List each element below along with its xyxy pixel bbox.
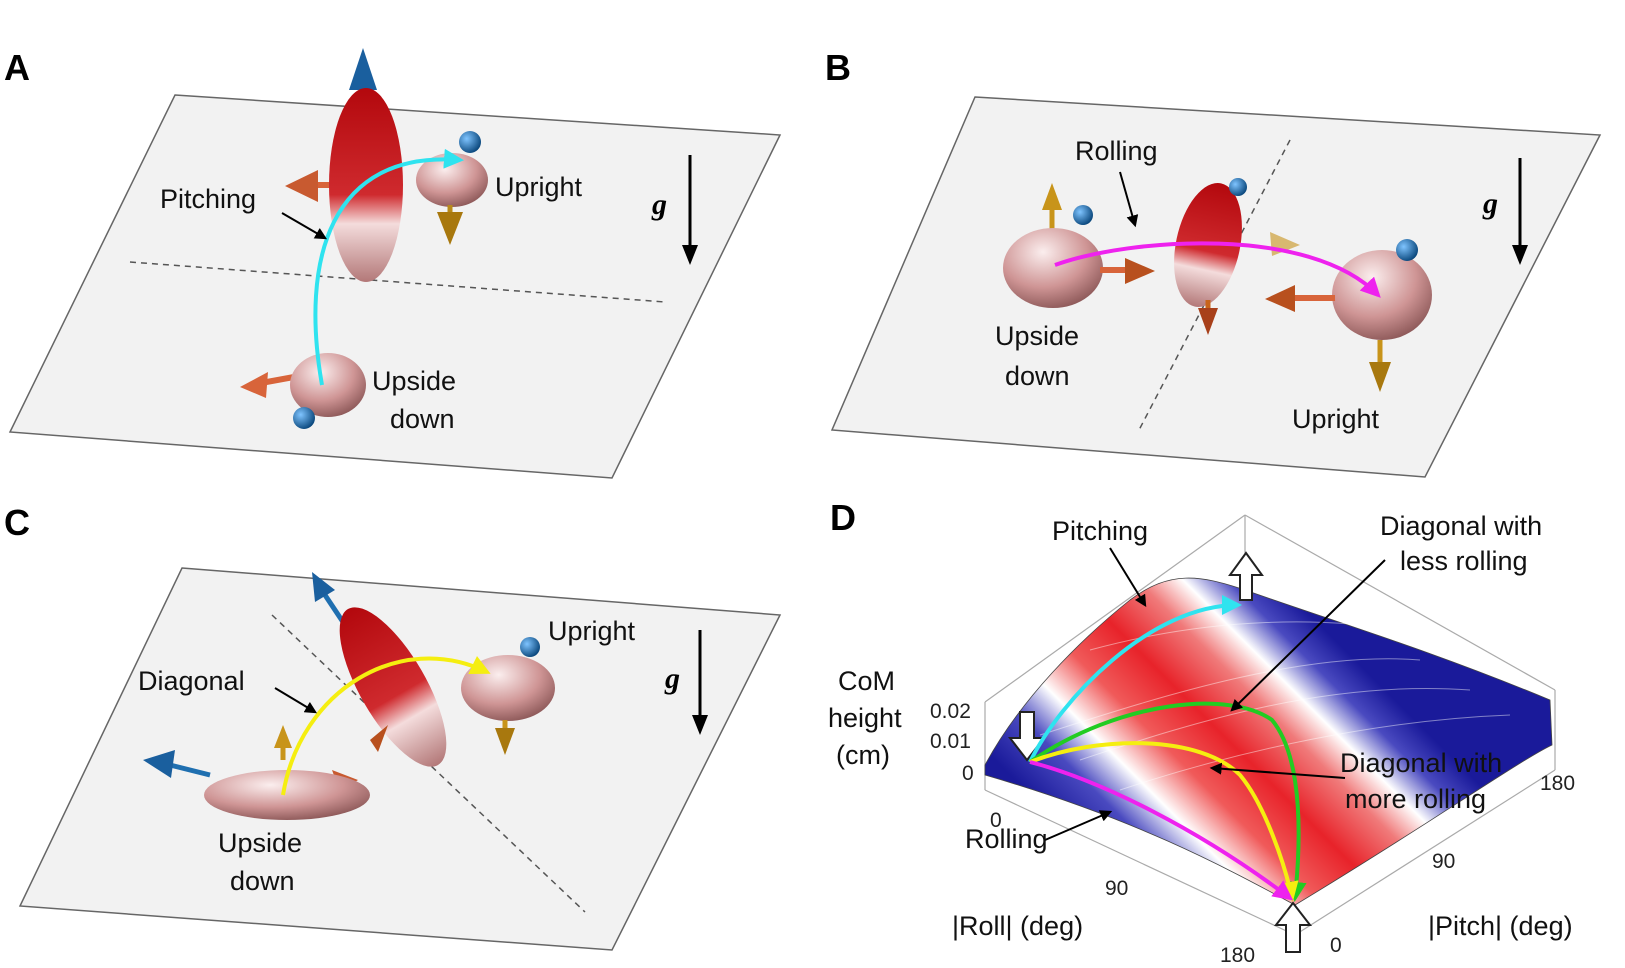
panel-d-diag-more-pointer [1209, 762, 1346, 779]
panel-d-diag-less-pointer [1230, 559, 1386, 712]
panel-c-diagonal-label: Diagonal [138, 666, 245, 696]
panel-d-roll-axis-label: |Roll| (deg) [952, 911, 1083, 941]
panel-b-upright-label: Upright [1292, 404, 1380, 434]
panel-d-roll-tick-90: 90 [1105, 877, 1128, 900]
panel-c-diagonal-pointer [274, 687, 318, 714]
panel-d-z-label-3: (cm) [836, 740, 890, 770]
panel-d-z-label-2: height [828, 703, 902, 733]
panel-a: A Pitching Upright Upside [4, 47, 782, 479]
panel-a-pitching-path [313, 148, 464, 386]
panel-d-pitch-tick-90: 90 [1432, 850, 1455, 873]
panel-a-gravity-label: g [651, 188, 667, 221]
panel-d-diag-less-label-2: less rolling [1400, 546, 1528, 576]
panel-d: D [828, 497, 1575, 967]
panel-d-z-tick-002: 0.02 [930, 700, 971, 723]
panel-d-rolling-label: Rolling [965, 824, 1048, 854]
panel-c-gravity-label: g [664, 662, 680, 695]
panel-d-diag-more-label-1: Diagonal with [1340, 748, 1502, 778]
panel-c-diagonal-body [312, 572, 447, 767]
panel-a-down-label: down [390, 404, 455, 434]
panel-d-diag-more-path [1029, 741, 1299, 902]
panel-c-letter: C [4, 502, 30, 543]
panel-d-rolling-path [1029, 760, 1294, 901]
panel-c-upside-label: Upside [218, 828, 302, 858]
panel-d-pitch-tick-180: 180 [1540, 772, 1575, 795]
panel-d-pitching-pointer [1109, 547, 1147, 608]
panel-c-upside-down-body [143, 725, 370, 820]
panel-d-pitching-path [1028, 595, 1242, 763]
panel-b-rolling-pointer [1119, 171, 1139, 228]
panel-d-diag-more-label-2: more rolling [1345, 784, 1486, 814]
panel-b-upside-down-body [1003, 183, 1155, 308]
panel-a-ground-plane [8, 94, 782, 479]
panel-a-upside-down-body [240, 353, 366, 429]
panel-b-down-label: down [1005, 361, 1070, 391]
panel-d-diag-less-path [1028, 701, 1307, 902]
panel-b-letter: B [825, 47, 851, 88]
panel-a-pitching-pointer [281, 212, 328, 240]
panel-d-pitching-label: Pitching [1052, 516, 1148, 546]
panel-d-com-surface [984, 577, 1553, 906]
panel-a-upright-label: Upright [495, 172, 583, 202]
panel-d-rolling-pointer [1044, 810, 1113, 841]
panel-c: C Diagonal Upright Upsi [4, 502, 782, 951]
panel-d-roll-tick-0: 0 [990, 809, 1002, 832]
panel-d-z-label-1: CoM [838, 666, 895, 696]
panel-d-z-tick-001: 0.01 [930, 730, 971, 753]
panel-a-pitching-body [285, 48, 403, 282]
panel-c-down-label: down [230, 866, 295, 896]
panel-b-rolling-label: Rolling [1075, 136, 1158, 166]
panel-d-diag-less-label-1: Diagonal with [1380, 511, 1542, 541]
panel-d-pitch-tick-0: 0 [1330, 934, 1342, 957]
panel-a-pitching-label: Pitching [160, 184, 256, 214]
panel-d-letter: D [830, 497, 856, 538]
panel-c-upright-label: Upright [548, 616, 636, 646]
panel-c-dashed-axis [271, 614, 586, 913]
panel-a-letter: A [4, 47, 30, 88]
panel-c-diagonal-path [281, 656, 491, 796]
panel-b: B Rolling [825, 47, 1602, 478]
panel-b-gravity-label: g [1482, 187, 1498, 220]
panel-b-upright-body [1265, 239, 1432, 392]
panel-d-roll-tick-180: 180 [1220, 944, 1255, 967]
panel-a-upside-label: Upside [372, 366, 456, 396]
panel-a-upright-body [416, 131, 488, 245]
panel-d-roll-end-marker [1273, 901, 1313, 953]
panel-d-z-tick-0: 0 [962, 762, 974, 785]
panel-a-dashed-axis [129, 261, 666, 303]
panel-d-pitch-axis-label: |Pitch| (deg) [1428, 911, 1573, 941]
panel-d-pitch-end-marker [1228, 551, 1264, 601]
panel-c-ground-plane [18, 567, 782, 951]
panel-b-rolling-path [1054, 241, 1381, 298]
panel-b-upside-label: Upside [995, 321, 1079, 351]
